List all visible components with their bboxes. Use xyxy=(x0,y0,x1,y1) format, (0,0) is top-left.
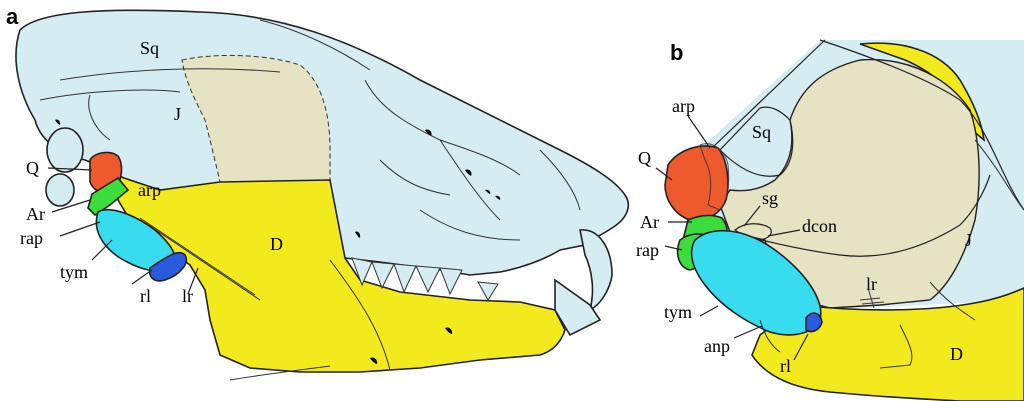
leader-lines-a xyxy=(47,167,199,295)
label-arp-b: arp xyxy=(672,96,695,116)
label-j-a: J xyxy=(174,104,181,124)
label-j-b: J xyxy=(965,230,972,250)
line-from-top-b xyxy=(711,39,826,149)
panel-a-letter: a xyxy=(6,4,19,29)
skull-sutures xyxy=(39,19,581,381)
upper-teeth xyxy=(351,257,499,301)
anp-line-b xyxy=(759,319,781,353)
label-d-b: D xyxy=(950,344,963,364)
leader-lines-b xyxy=(655,115,809,361)
orbit xyxy=(88,94,111,141)
label-d-a: D xyxy=(270,234,283,254)
jugal-overlay xyxy=(181,54,331,183)
label-rap-a: rap xyxy=(20,228,43,248)
reflected-lamina-a xyxy=(148,251,187,282)
arp-overlap-b xyxy=(699,143,730,211)
label-sq-a: Sq xyxy=(140,38,159,58)
panel-b: b arp Sq Q sg Ar dcon J rap lr tym anp D… xyxy=(636,39,1024,401)
occipital-region xyxy=(45,127,84,207)
condyle-outline-b xyxy=(729,174,991,257)
jugal-region-b xyxy=(974,139,1024,211)
quadrate-b xyxy=(664,145,729,222)
panel-a: a Sq J Q arp Ar rap D tym rl lr xyxy=(6,4,629,381)
tympanic-b xyxy=(690,229,822,336)
foramina xyxy=(55,119,501,364)
articular-a xyxy=(87,176,130,217)
label-sg-b: sg xyxy=(762,188,778,208)
lower-incisor xyxy=(554,278,602,337)
label-rl-a: rl xyxy=(140,286,151,306)
label-anp-b: anp xyxy=(704,336,730,356)
label-q-a: Q xyxy=(26,158,39,178)
label-q-b: Q xyxy=(638,148,651,168)
label-lr-a: lr xyxy=(182,286,193,306)
label-tym-b: tym xyxy=(664,302,692,322)
panel-b-letter: b xyxy=(670,40,683,65)
label-ar-b: Ar xyxy=(640,212,659,232)
label-dcon-b: dcon xyxy=(802,216,837,236)
diagonal-suture-b xyxy=(819,39,1024,211)
label-sq-b: Sq xyxy=(752,122,771,142)
label-lr-b: lr xyxy=(866,274,877,294)
label-tym-a: tym xyxy=(60,262,88,282)
reflected-lamina-b xyxy=(805,312,823,333)
label-arp-a: arp xyxy=(138,180,161,200)
incisor xyxy=(579,229,613,312)
lr-marks-b xyxy=(859,281,976,369)
label-rap-b: rap xyxy=(636,240,659,260)
label-rl-b: rl xyxy=(780,356,791,376)
label-ar-a: Ar xyxy=(26,204,45,224)
sq-notch-b xyxy=(719,106,794,177)
